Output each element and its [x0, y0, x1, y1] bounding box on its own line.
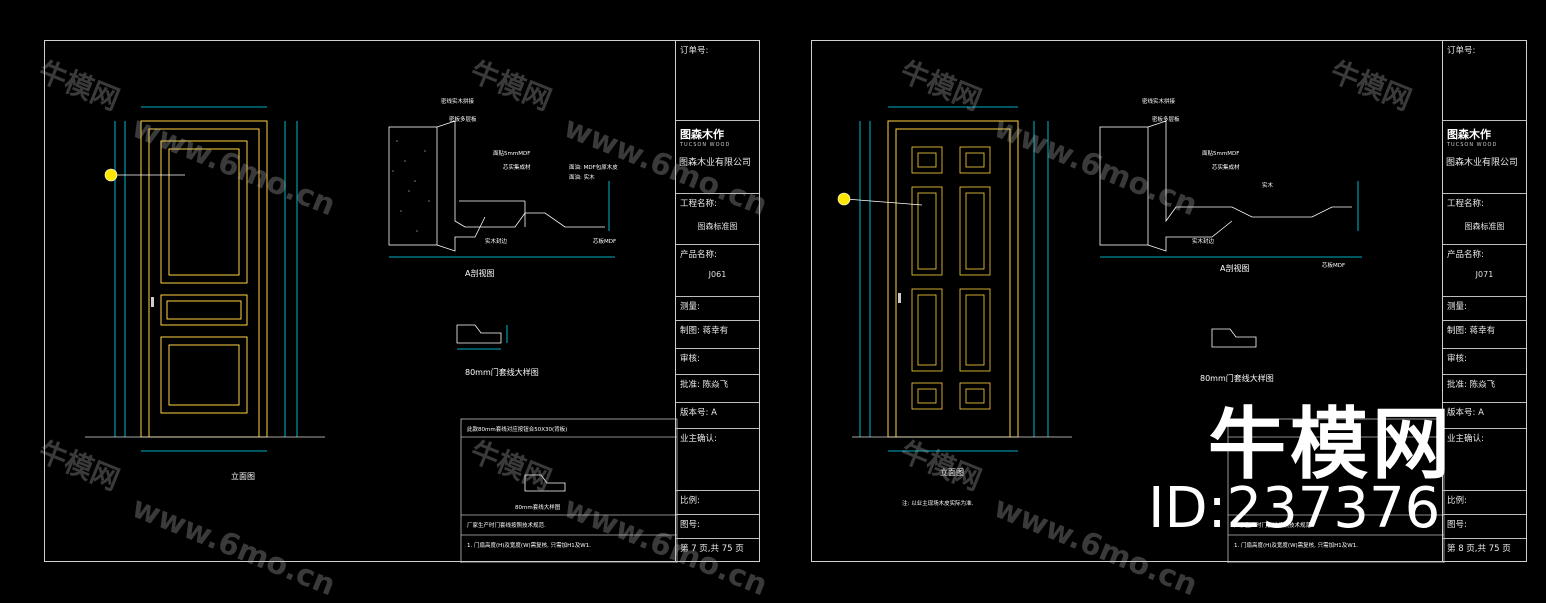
sheet-note: 注: 以业主现场木皮实际为准.	[902, 501, 974, 507]
section-note: 密板多层板	[1152, 117, 1180, 123]
project-value: 图森标准图	[697, 222, 738, 231]
section-note: 实木	[1262, 183, 1274, 189]
survey-label: 测量:	[676, 297, 759, 321]
upper-panel	[160, 140, 248, 284]
scale-label: 比例:	[1443, 491, 1526, 515]
box-note: 1. 门扇高度(H)及宽度(W)需复核, 只需加H1及W1.	[1234, 543, 1358, 549]
section-note: 芯实集成材	[1212, 165, 1240, 171]
version-label: 版本号: A	[1443, 403, 1526, 429]
section-note: 密线实木拼接	[441, 99, 475, 105]
drawn-label: 制图: 蒋幸有	[1443, 321, 1526, 349]
box-note: 1. 门扇高度(H)及宽度(W)需复核, 只需加H1及W1.	[467, 543, 591, 549]
section-note: 芯板MDF	[593, 239, 617, 245]
box-note-head: 厂家生产时门套线按照技术规范.	[1234, 523, 1313, 529]
section-note: 实木封边	[485, 239, 508, 245]
review-label: 审核:	[1443, 349, 1526, 375]
order-no-label: 订单号:	[1443, 41, 1526, 121]
trim-caption: 80mm门套线大样图	[465, 368, 539, 377]
project-label: 工程名称:	[1443, 193, 1526, 245]
product-label: 产品名称:	[1443, 245, 1526, 297]
middle-panel	[160, 294, 248, 326]
product-value: J071	[1475, 270, 1494, 279]
section-note: 面贴5mmMDF	[1202, 151, 1240, 157]
drawing-no-label: 图号:	[676, 515, 759, 539]
product-value: J061	[708, 270, 727, 279]
scale-label: 比例:	[676, 491, 759, 515]
elevation-caption: 立面图	[940, 468, 964, 477]
section-note: 密线实木拼接	[1142, 99, 1176, 105]
approve-label: 批准: 陈焱飞	[1443, 375, 1526, 403]
cad-drawing-j071	[837, 106, 1445, 563]
cad-drawing-j061	[85, 106, 678, 563]
review-label: 审核:	[676, 349, 759, 375]
company-name: 图森木业有限公司	[1446, 158, 1519, 168]
section-caption: A剖视图	[465, 269, 495, 278]
drawing-sheet-j071: 立面图 A剖视图 80mm门套线大样图 注: 以业主现场木皮实际为准. 厂家生产…	[811, 40, 1527, 563]
watermark-brand-large: 牛模网	[1208, 400, 1455, 490]
watermark-id: ID:237376	[1148, 476, 1441, 541]
page-label: 第 8 页,共 75 页	[1447, 544, 1511, 554]
middle-panel-inner	[166, 300, 242, 320]
page-label: 第 7 页,共 75 页	[680, 544, 744, 554]
elevation-caption: 立面图	[231, 472, 255, 481]
section-caption: A剖视图	[1220, 264, 1250, 273]
product-label: 产品名称:	[676, 245, 759, 297]
drawing-sheet-j061: 立面图 A剖视图 80mm门套线大样图 此款80mm套线对应按钮合50X30(背…	[44, 40, 760, 563]
lower-panel-inner	[168, 344, 240, 406]
upper-panel-inner	[168, 148, 240, 276]
lower-panel	[160, 336, 248, 414]
project-label: 工程名称:	[676, 193, 759, 245]
section-note: 面油: 实木	[569, 175, 595, 181]
door-handle	[151, 297, 154, 307]
box-note-head: 厂家生产时门套线按照技术规范.	[467, 523, 546, 529]
section-note: 面油: MDF包原木皮	[569, 165, 618, 171]
approve-label: 批准: 陈焱飞	[676, 375, 759, 403]
owner-label: 业主确认:	[1443, 429, 1526, 491]
version-label: 版本号: A	[676, 403, 759, 429]
section-note: 密板多层板	[449, 117, 477, 123]
drawn-label: 制图: 蒋幸有	[676, 321, 759, 349]
project-value: 图森标准图	[1464, 222, 1505, 231]
company-name: 图森木业有限公司	[679, 158, 752, 168]
survey-label: 测量:	[1443, 297, 1526, 321]
order-no-label: 订单号:	[676, 41, 759, 121]
section-note: 芯板MDF	[1322, 263, 1346, 269]
owner-label: 业主确认:	[676, 429, 759, 491]
box-trim-caption: 80mm套线大样图	[515, 505, 561, 511]
drawing-no-label: 图号:	[1443, 515, 1526, 539]
section-note: 实木封边	[1192, 239, 1215, 245]
section-note: 芯实集成材	[503, 165, 531, 171]
section-note: 面贴5mmMDF	[493, 151, 531, 157]
box-title: 此款80mm套线对应按钮合50X30(背板)	[467, 427, 568, 433]
trim-caption: 80mm门套线大样图	[1200, 374, 1274, 383]
